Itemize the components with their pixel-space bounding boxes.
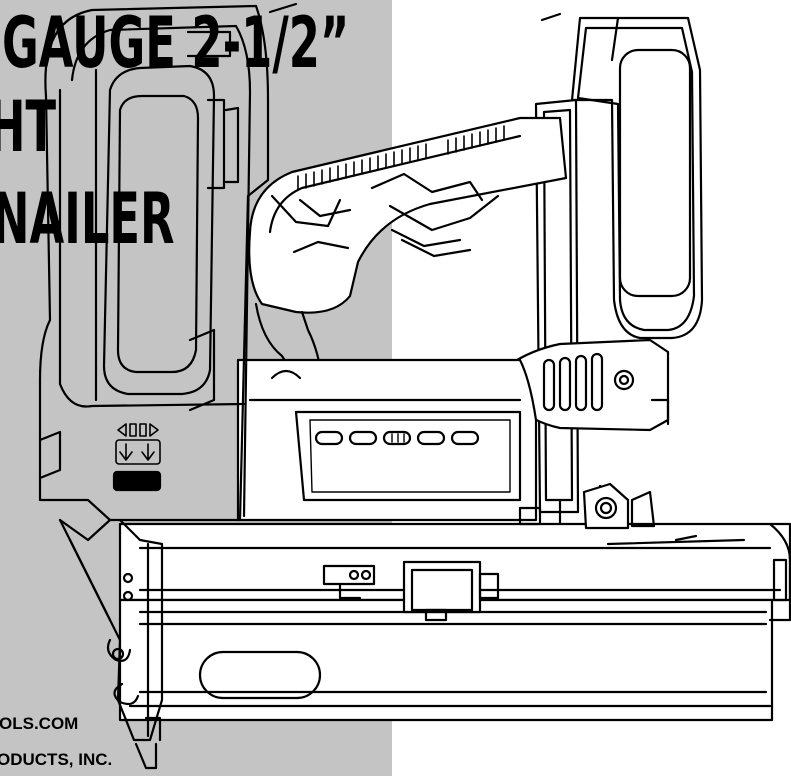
magazine xyxy=(118,522,791,722)
nose-tip xyxy=(58,518,164,770)
depth-adjust xyxy=(112,423,162,492)
nose-housing xyxy=(38,4,270,542)
handle-grip-ridges xyxy=(297,125,505,191)
cover-title-line-3: NAILER xyxy=(0,178,175,260)
footer-company: ODUCTS, INC. xyxy=(0,750,113,769)
battery-pack xyxy=(570,16,704,340)
rear-nose-bracket xyxy=(582,482,656,530)
cover-title-line-1: GAUGE 2-1/2” xyxy=(2,2,350,84)
motor-housing xyxy=(236,358,542,526)
cover-title-line-2: HT xyxy=(0,86,57,168)
footer-website: OLS.COM xyxy=(0,714,79,733)
magazine-latch xyxy=(322,560,500,622)
decorative-marks xyxy=(268,2,562,22)
handle xyxy=(248,116,568,314)
